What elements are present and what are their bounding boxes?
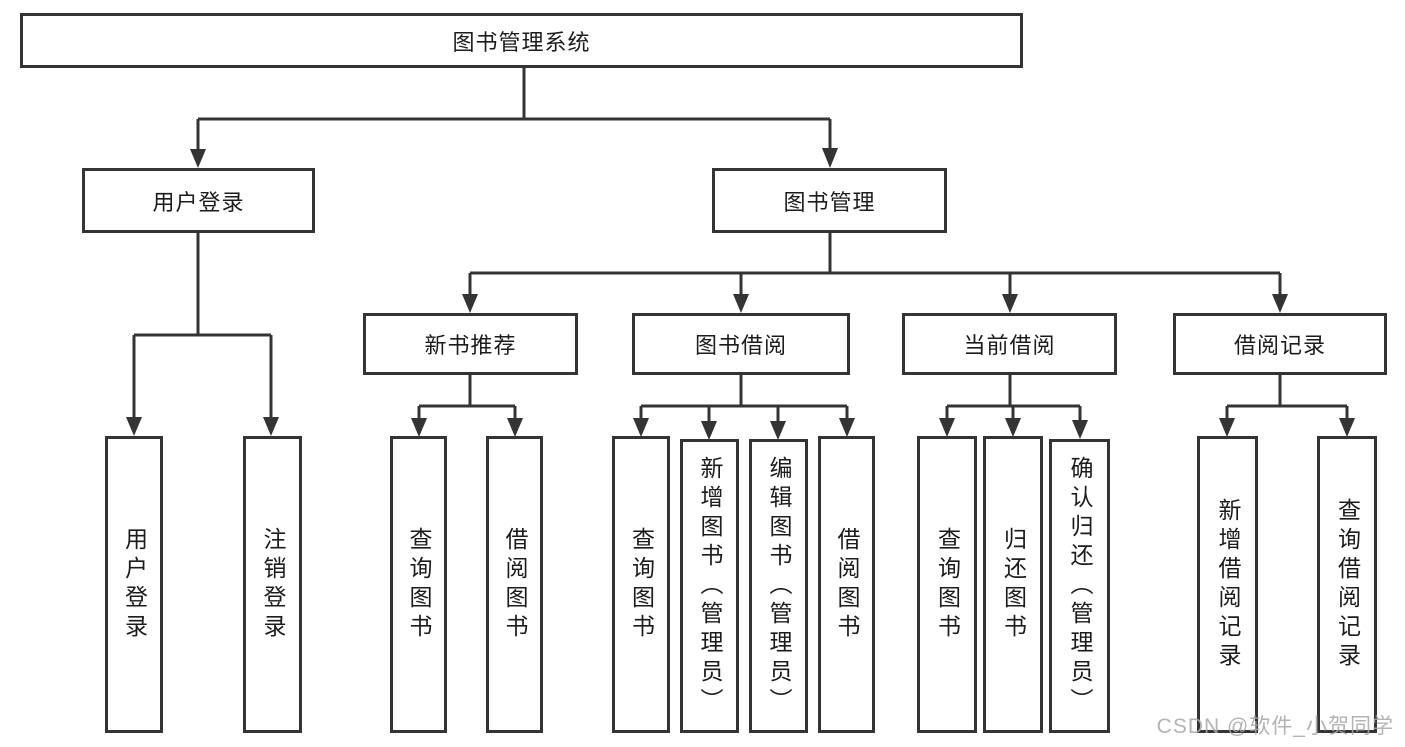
node-new-book-recommend: 新书推荐 <box>363 313 578 375</box>
node-borrow-books-leaf: 借阅图书 <box>818 436 875 733</box>
node-query-borrow-record: 查询借阅记录 <box>1317 436 1377 733</box>
node-label: 归还图书 <box>1000 526 1027 643</box>
node-label: 新增借阅记录 <box>1215 497 1241 672</box>
node-label: 图书管理系统 <box>452 29 591 55</box>
watermark: CSDN @软件_小贺同学 <box>1156 715 1394 738</box>
node-add-book-admin: 新增图书（管理员） <box>680 439 739 733</box>
node-label: 当前借阅 <box>963 333 1056 358</box>
node-label: 图书借阅 <box>694 333 787 358</box>
node-book-borrowing: 图书借阅 <box>632 313 850 375</box>
node-borrow-books-recommend: 借阅图书 <box>486 436 543 733</box>
node-return-books: 归还图书 <box>983 436 1043 733</box>
node-label: 图书管理 <box>783 189 876 215</box>
node-query-books-current: 查询图书 <box>917 436 977 733</box>
node-label: 注销登录 <box>260 526 286 643</box>
node-user-login-leaf: 用户登录 <box>105 436 163 733</box>
node-label: 借阅图书 <box>834 526 860 643</box>
node-label: 用户登录 <box>121 526 148 643</box>
node-query-books-borrow: 查询图书 <box>612 436 670 733</box>
node-confirm-return-admin: 确认归还（管理员） <box>1049 439 1110 733</box>
node-label: 借阅记录 <box>1233 333 1326 358</box>
node-label: 查询借阅记录 <box>1334 497 1361 672</box>
node-borrowing-records: 借阅记录 <box>1173 313 1387 375</box>
node-label: 查询图书 <box>934 526 961 643</box>
node-label: 新增图书（管理员） <box>697 455 723 717</box>
node-label: 编辑图书（管理员） <box>766 455 792 717</box>
node-label: 借阅图书 <box>502 526 528 643</box>
node-book-management: 图书管理 <box>712 168 947 233</box>
node-label: 新书推荐 <box>424 333 517 358</box>
node-label: 查询图书 <box>628 526 655 643</box>
node-label: 用户登录 <box>152 189 245 215</box>
node-logout: 注销登录 <box>243 436 302 733</box>
node-label: 确认归还（管理员） <box>1067 455 1093 717</box>
node-user-login: 用户登录 <box>82 168 315 233</box>
node-current-borrowing: 当前借阅 <box>902 313 1117 375</box>
node-add-borrow-record: 新增借阅记录 <box>1197 436 1258 733</box>
node-library-system: 图书管理系统 <box>20 13 1023 68</box>
node-edit-book-admin: 编辑图书（管理员） <box>749 439 808 733</box>
node-label: 查询图书 <box>406 526 432 643</box>
node-query-books-recommend: 查询图书 <box>390 436 447 733</box>
